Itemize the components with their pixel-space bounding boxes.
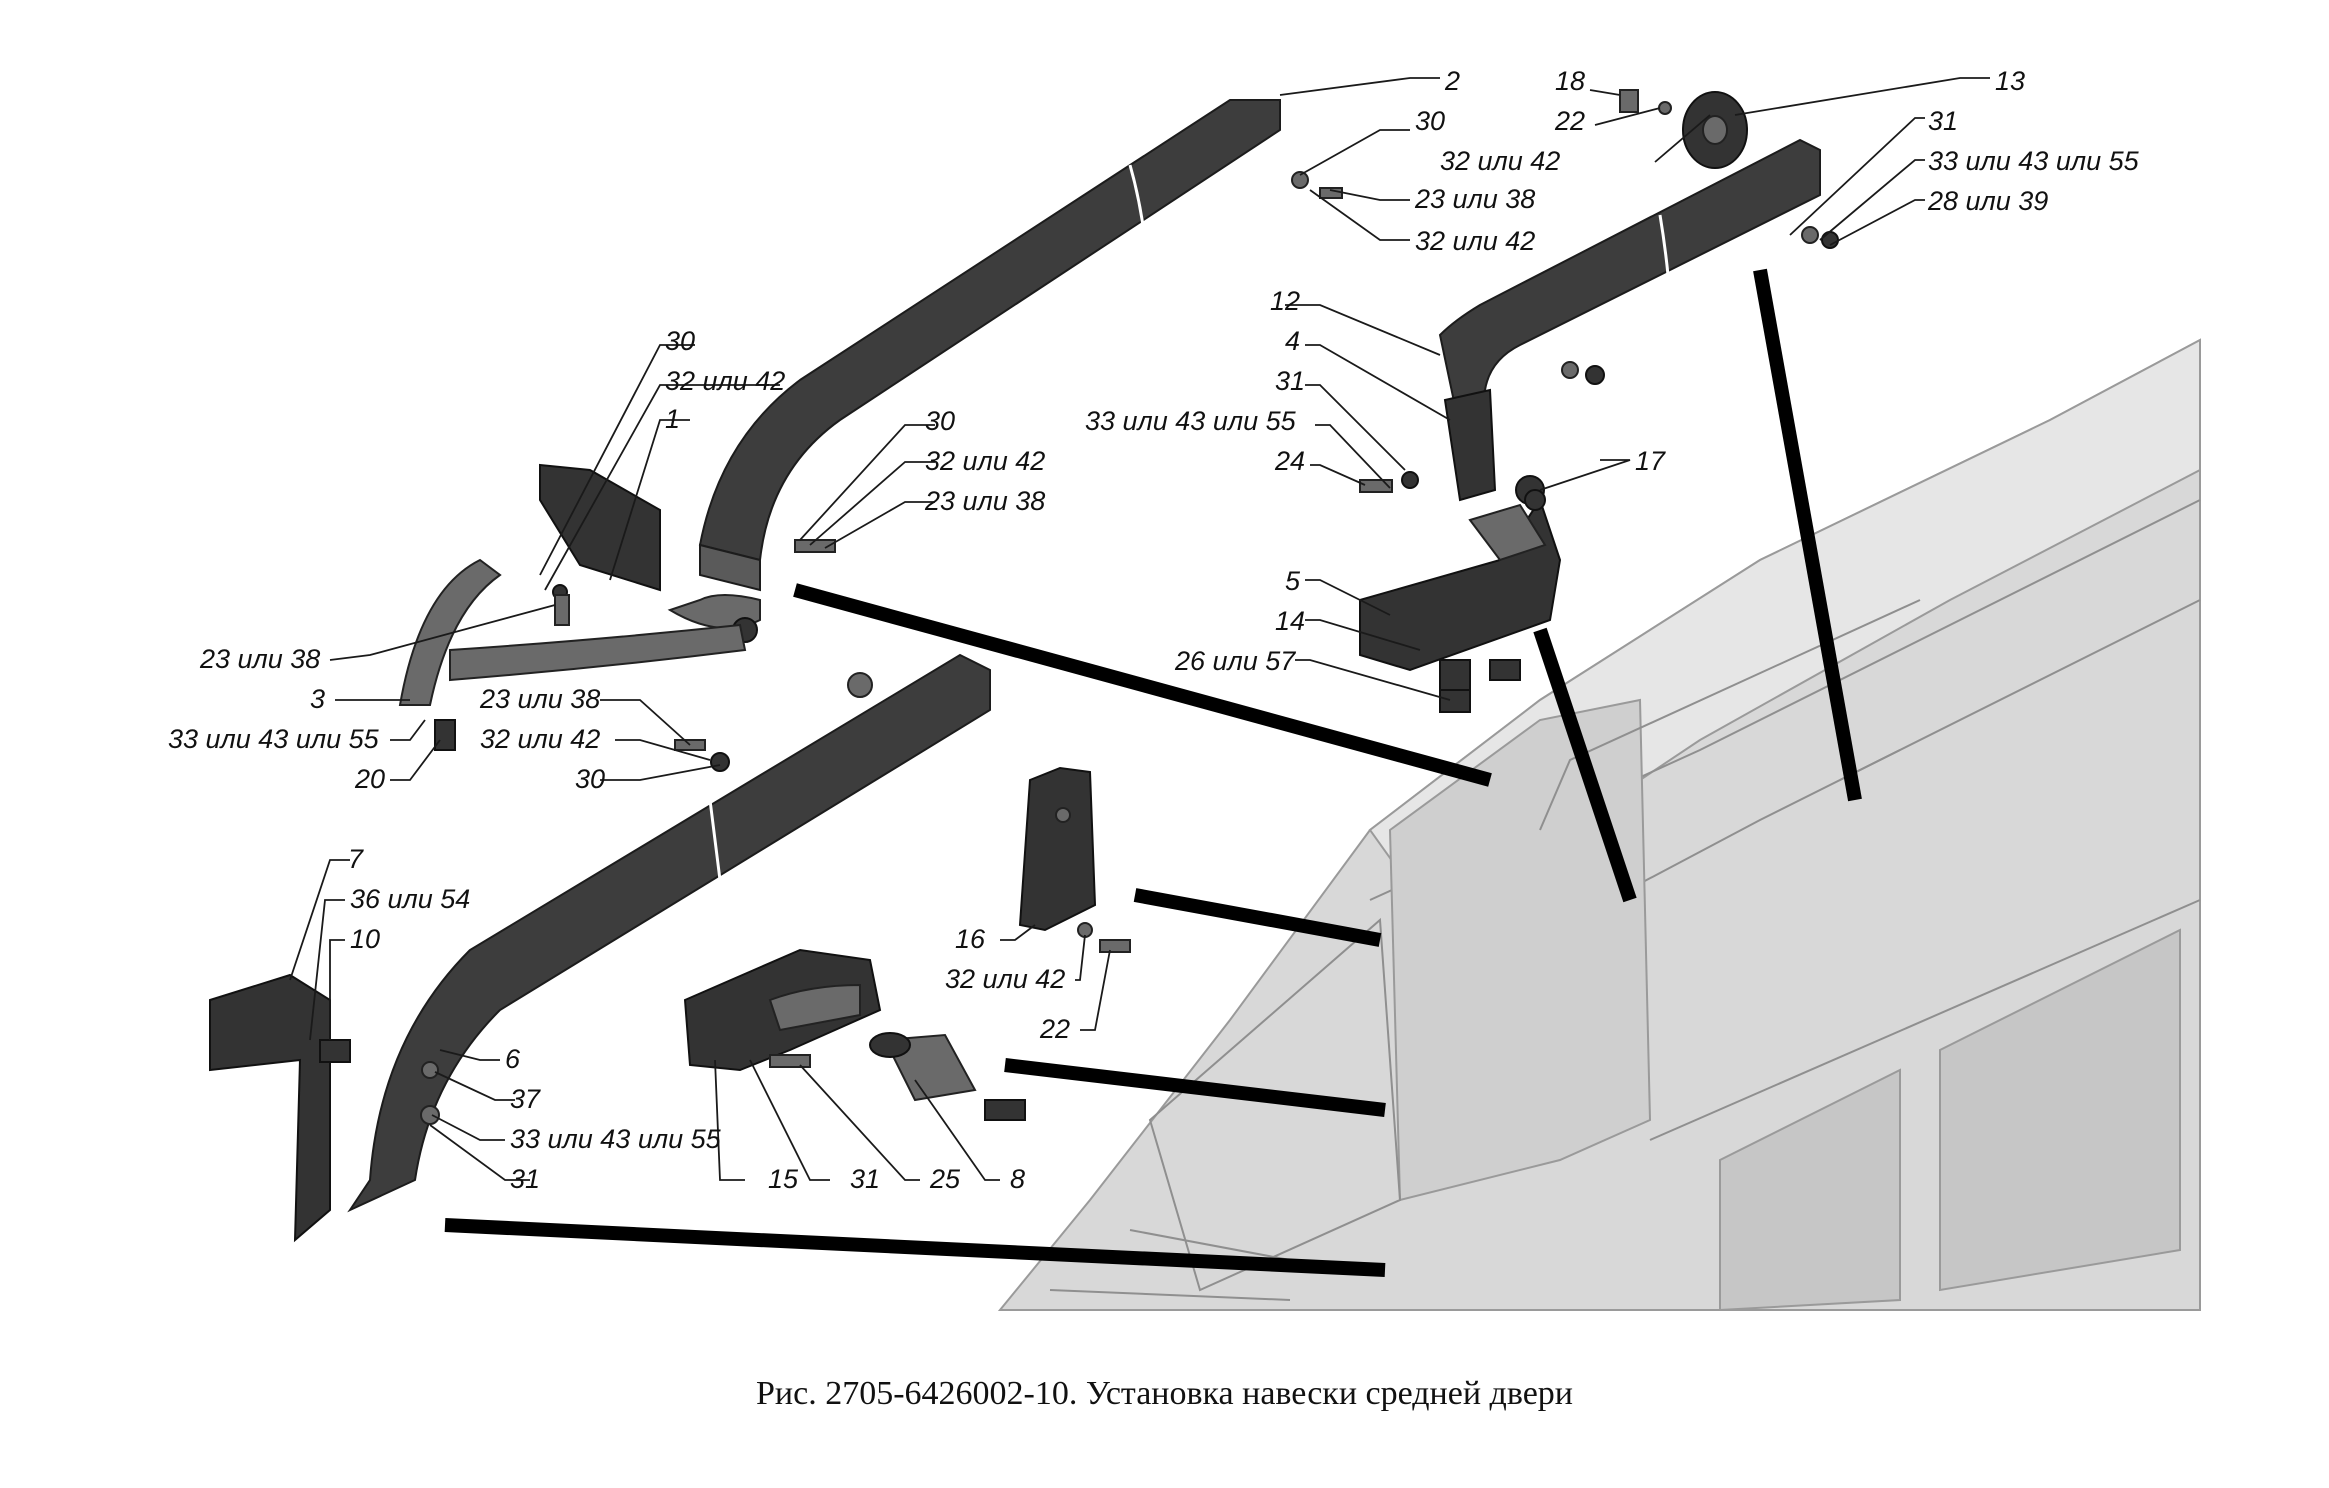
label-31-lower: 31 bbox=[510, 1164, 540, 1194]
label-33-43-55-arm: 33 или 43 или 55 bbox=[168, 724, 380, 754]
carriage-5 bbox=[1359, 475, 1562, 706]
label-8: 8 bbox=[1010, 1164, 1025, 1194]
label-30-lower: 30 bbox=[575, 764, 605, 794]
label-31-mid: 31 bbox=[1275, 366, 1305, 396]
label-31-15: 31 bbox=[850, 1164, 880, 1194]
label-10: 10 bbox=[350, 924, 380, 954]
part-16 bbox=[1018, 766, 1097, 932]
bracket-1-arm-3 bbox=[398, 463, 747, 706]
label-23-38-lower: 23 или 38 bbox=[479, 684, 600, 714]
callout-labels: 2 30 23 или 38 32 или 42 18 22 32 или 42… bbox=[168, 66, 2140, 1194]
label-20: 20 bbox=[354, 764, 385, 794]
right-upper-rail bbox=[1438, 138, 1821, 502]
label-33-43-55-mid: 33 или 43 или 55 bbox=[1085, 406, 1297, 436]
label-32-42-top: 32 или 42 bbox=[1415, 226, 1535, 256]
label-1: 1 bbox=[665, 404, 680, 434]
leader-lines bbox=[289, 77, 1990, 1181]
label-30-left: 30 bbox=[665, 326, 695, 356]
label-37: 37 bbox=[510, 1084, 541, 1114]
label-22-top: 22 bbox=[1554, 106, 1585, 136]
label-24: 24 bbox=[1274, 446, 1305, 476]
label-30-rail: 30 bbox=[925, 406, 955, 436]
label-16: 16 bbox=[955, 924, 986, 954]
label-32-42-16: 32 или 42 bbox=[945, 964, 1065, 994]
label-23-38-rail: 23 или 38 bbox=[924, 486, 1045, 516]
label-36-54: 36 или 54 bbox=[350, 884, 470, 914]
label-28-39: 28 или 39 bbox=[1927, 186, 2048, 216]
part-15 bbox=[683, 948, 882, 1072]
label-32-42-left: 32 или 42 bbox=[665, 366, 785, 396]
label-4: 4 bbox=[1285, 326, 1300, 356]
installation-arrows bbox=[444, 268, 1862, 1277]
figure-caption: Рис. 2705-6426002-10. Установка навески … bbox=[756, 1375, 1573, 1412]
sleeve-8 bbox=[869, 1032, 977, 1102]
label-17: 17 bbox=[1635, 446, 1666, 476]
label-33-43-55-top: 33 или 43 или 55 bbox=[1928, 146, 2140, 176]
label-5: 5 bbox=[1285, 566, 1301, 596]
fasteners bbox=[319, 89, 1839, 1125]
label-23-38-top: 23 или 38 bbox=[1414, 184, 1535, 214]
label-3: 3 bbox=[310, 684, 325, 714]
label-26-57: 26 или 57 bbox=[1174, 646, 1296, 676]
label-30-top: 30 bbox=[1415, 106, 1445, 136]
label-2: 2 bbox=[1444, 66, 1460, 96]
label-22-16: 22 bbox=[1039, 1014, 1070, 1044]
label-6: 6 bbox=[505, 1044, 521, 1074]
roller-13 bbox=[1682, 91, 1748, 169]
label-7: 7 bbox=[348, 844, 364, 874]
label-14: 14 bbox=[1275, 606, 1305, 636]
label-13: 13 bbox=[1995, 66, 2025, 96]
label-15: 15 bbox=[768, 1164, 799, 1194]
label-31-top: 31 bbox=[1928, 106, 1958, 136]
label-12: 12 bbox=[1270, 286, 1300, 316]
label-25: 25 bbox=[929, 1164, 961, 1194]
label-32-42-rail: 32 или 42 bbox=[925, 446, 1045, 476]
label-32-42-lower: 32 или 42 bbox=[480, 724, 600, 754]
label-32-42-roller: 32 или 42 bbox=[1440, 146, 1560, 176]
label-18: 18 bbox=[1555, 66, 1585, 96]
label-33-43-55-lower: 33 или 43 или 55 bbox=[510, 1124, 722, 1154]
label-23-38-arm: 23 или 38 bbox=[199, 644, 320, 674]
